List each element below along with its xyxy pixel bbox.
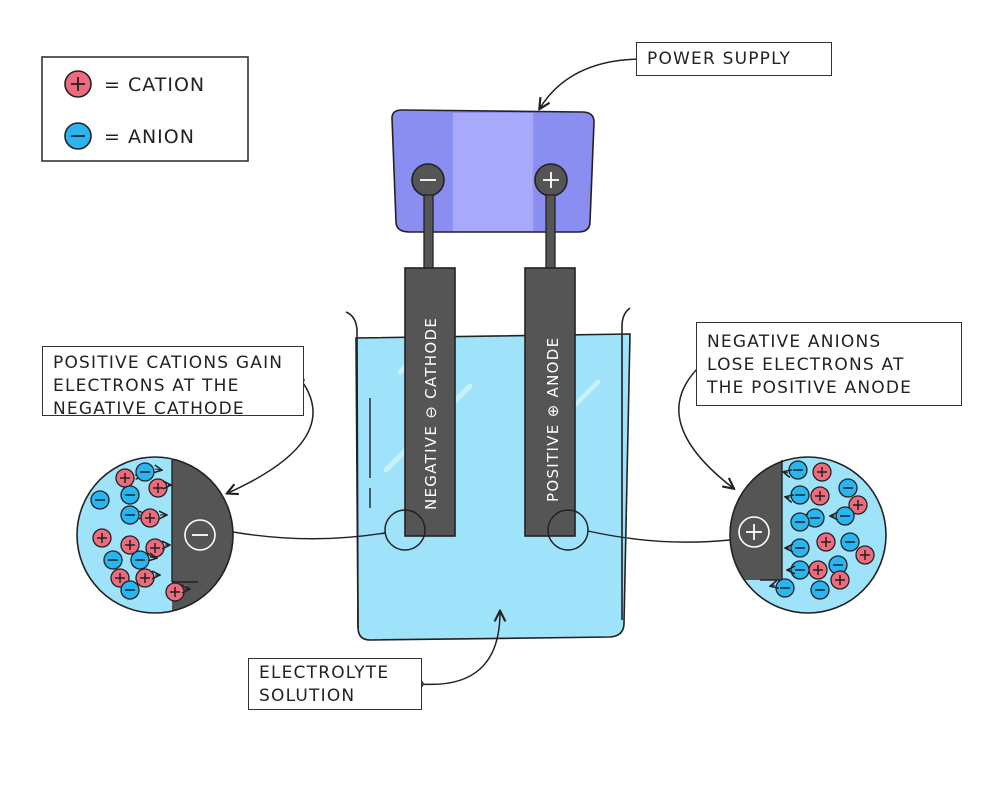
electrolyte-line-1: ELECTROLYTE	[259, 663, 390, 683]
anion-ion-icon	[788, 560, 810, 580]
cathode-zoom-minus-icon	[184, 519, 216, 551]
cathode-terminal	[411, 163, 445, 197]
cathode-callout-arrow	[228, 379, 314, 493]
cation-ion-icon	[165, 582, 189, 602]
anion-ion-icon	[90, 490, 110, 510]
cation-ion-icon	[808, 560, 828, 580]
anode-terminal	[534, 163, 568, 197]
cation-ion-icon	[848, 495, 868, 515]
cathode-callout-line-1: POSITIVE CATIONS GAIN	[53, 353, 284, 373]
anode-callout-arrow	[678, 365, 733, 488]
cation-ion-icon	[830, 570, 850, 590]
anion-ion-icon	[810, 580, 830, 600]
power-supply-arrow	[540, 58, 641, 108]
cation-ion-icon	[148, 478, 170, 498]
electrolyte-arrow	[419, 612, 500, 686]
anion-ion-icon	[831, 506, 855, 526]
anion-ion-icon	[784, 460, 808, 480]
cation-ion-icon	[92, 528, 112, 548]
anion-ion-icon	[838, 478, 858, 498]
cation-ion-icon	[812, 462, 832, 482]
cation-ion-icon	[120, 535, 140, 555]
legend-anion-icon	[64, 122, 92, 150]
anion-ion-icon	[120, 580, 140, 600]
cathode-zoom	[76, 456, 234, 614]
anode-zoom-marker	[547, 509, 589, 551]
anion-ion-icon	[786, 485, 810, 505]
cation-ion-icon	[135, 568, 159, 588]
power-supply-text: POWER SUPPLY	[647, 49, 792, 69]
anode-callout-line-2: LOSE ELECTRONS AT	[707, 355, 905, 375]
legend-cation-icon	[64, 70, 92, 98]
electrolyte-line-2: SOLUTION	[259, 686, 356, 706]
anion-ion-icon	[120, 485, 140, 505]
anode-callout-line-3: THE POSITIVE ANODE	[707, 378, 913, 398]
anode-callout-line-1: NEGATIVE ANIONS	[707, 332, 882, 352]
cation-ion-icon	[855, 545, 875, 565]
anode-electrode: POSITIVE ⊕ ANODE	[524, 194, 589, 551]
power-supply-label: POWER SUPPLY	[636, 42, 832, 76]
anode-label: POSITIVE ⊕ ANODE	[544, 337, 562, 502]
anion-ion-icon	[135, 462, 161, 482]
cation-ion-icon	[810, 486, 830, 506]
anion-ion-icon	[790, 512, 810, 532]
cathode-callout: POSITIVE CATIONS GAIN ELECTRONS AT THE N…	[42, 346, 304, 419]
legend-anion-label: = ANION	[104, 126, 195, 148]
cathode-zoom-marker	[384, 509, 426, 551]
cathode-callout-line-2: ELECTRONS AT THE	[53, 376, 240, 396]
anode-zoom	[729, 456, 887, 614]
beaker	[345, 307, 631, 641]
cation-ion-icon	[140, 508, 166, 528]
electrolyte-label: ELECTROLYTE SOLUTION	[248, 658, 422, 710]
power-supply	[391, 109, 595, 233]
anode-zoom-plus-icon	[738, 516, 770, 548]
electrolyte-solution	[355, 333, 631, 641]
legend: = CATION = ANION	[41, 56, 249, 162]
anion-ion-icon	[786, 538, 810, 558]
anion-ion-icon	[840, 532, 860, 552]
anode-callout: NEGATIVE ANIONS LOSE ELECTRONS AT THE PO…	[696, 322, 962, 406]
anion-ion-icon	[103, 550, 123, 570]
anion-ion-icon	[130, 550, 156, 570]
cathode-callout-line-3: NEGATIVE CATHODE	[53, 399, 245, 419]
legend-cation-label: = CATION	[104, 74, 205, 96]
cathode-label: NEGATIVE ⊖ CATHODE	[422, 317, 440, 510]
cation-ion-icon	[816, 532, 836, 552]
cathode-electrode: NEGATIVE ⊖ CATHODE	[384, 194, 456, 551]
anion-ion-icon	[771, 578, 795, 598]
